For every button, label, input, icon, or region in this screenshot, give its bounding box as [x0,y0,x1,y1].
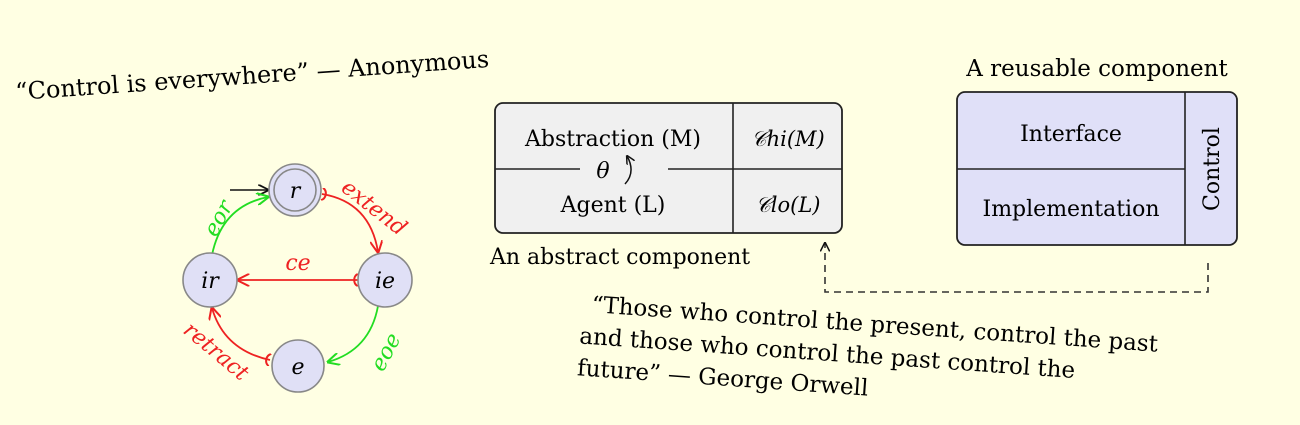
edge-extend [322,194,378,252]
node-label-ir: ir [201,269,220,294]
edge-label-extend: extend [336,175,411,241]
edge-eor [211,197,268,256]
state-machine: eor extend ce eoe retract r ir ie e [178,163,413,393]
node-ir: ir [182,252,238,308]
abstract-component-box [494,102,843,234]
reusable-component: A reusable component Interface Implement… [956,56,1238,246]
edge-label-ce: ce [285,251,310,276]
theta-label: θ [596,159,609,184]
agent-label: Agent (L) [560,193,666,218]
interface-label: Interface [1020,122,1122,147]
edge-eoe [328,305,379,362]
quote-bottom: “Those who control the present, control … [576,292,1159,401]
c-hi-label: 𝒞hi(M) [751,127,824,151]
reuse-connector [825,243,1209,293]
edge-label-eor: eor [199,195,239,241]
quote-top: “Control is everywhere” — Anonymous [14,45,489,106]
node-r: r [268,163,322,217]
abstract-component-caption: An abstract component [489,245,750,270]
abstraction-label: Abstraction (M) [524,127,701,152]
c-lo-label: 𝒞lo(L) [756,193,821,217]
implementation-label: Implementation [983,197,1160,222]
node-label-r: r [290,179,302,204]
node-label-ie: ie [375,269,395,294]
node-ie: ie [357,252,413,308]
node-e: e [271,339,325,393]
edge-label-eoe: eoe [366,329,407,375]
abstract-component: Abstraction (M) Agent (L) θ 𝒞hi(M) 𝒞lo(L… [489,102,843,270]
node-label-e: e [291,355,304,380]
edge-label-retract: retract [178,317,253,386]
edge-retract [212,308,270,360]
theta-arrow [624,156,631,185]
reusable-component-title: A reusable component [965,56,1228,82]
control-label: Control [1200,127,1225,211]
